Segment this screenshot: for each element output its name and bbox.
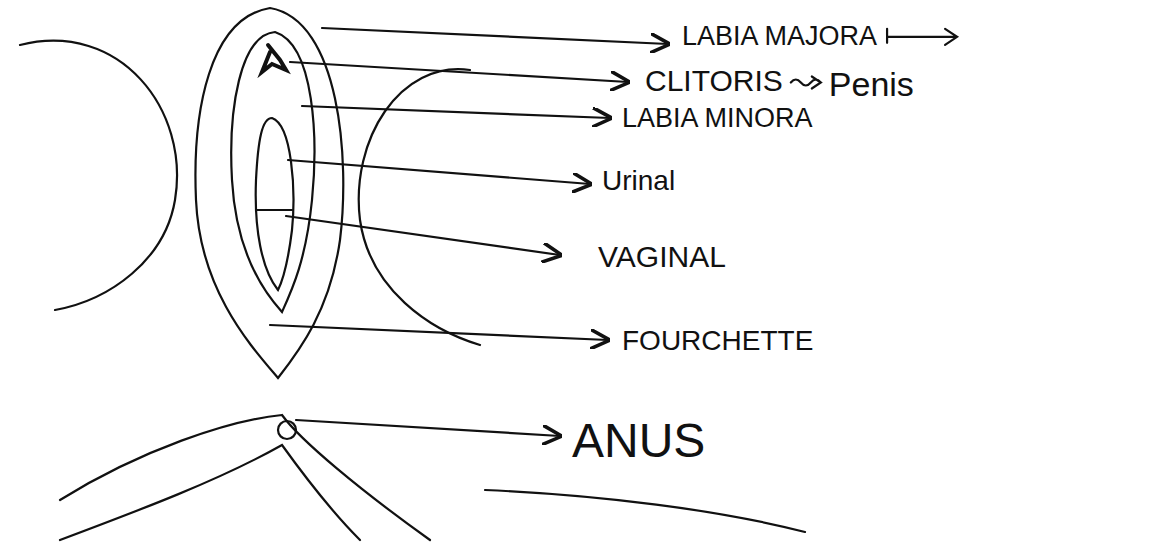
leader-line (270, 325, 608, 340)
part-label: Urinal (602, 166, 675, 197)
part-label: VAGINAL (598, 240, 726, 273)
part-label: CLITORIS (645, 64, 783, 97)
wavy-arrow (791, 77, 821, 89)
part-label: FOURCHETTE (622, 326, 813, 357)
part-label: ANUS (572, 415, 705, 468)
part-label: Penis (829, 66, 914, 103)
opening-divider (256, 209, 292, 211)
part-label: LABIA MAJORA (682, 22, 877, 52)
part-label: LABIA MINORA (622, 104, 813, 134)
leader-line (286, 216, 560, 255)
leader-line (288, 160, 590, 184)
thigh-outline (20, 41, 177, 310)
clitoris-mark (262, 45, 286, 72)
leader-line (302, 106, 610, 118)
leader-line (322, 28, 668, 44)
buttock-outline (60, 415, 430, 540)
empty-arrow (887, 29, 957, 45)
labia-minora-outline (231, 32, 314, 312)
anus-mark (278, 421, 296, 439)
vaginal-opening (256, 118, 294, 290)
leader-line (296, 420, 560, 436)
anus-underline (485, 490, 805, 532)
buttock-outline (60, 445, 360, 540)
leader-line (290, 62, 628, 82)
